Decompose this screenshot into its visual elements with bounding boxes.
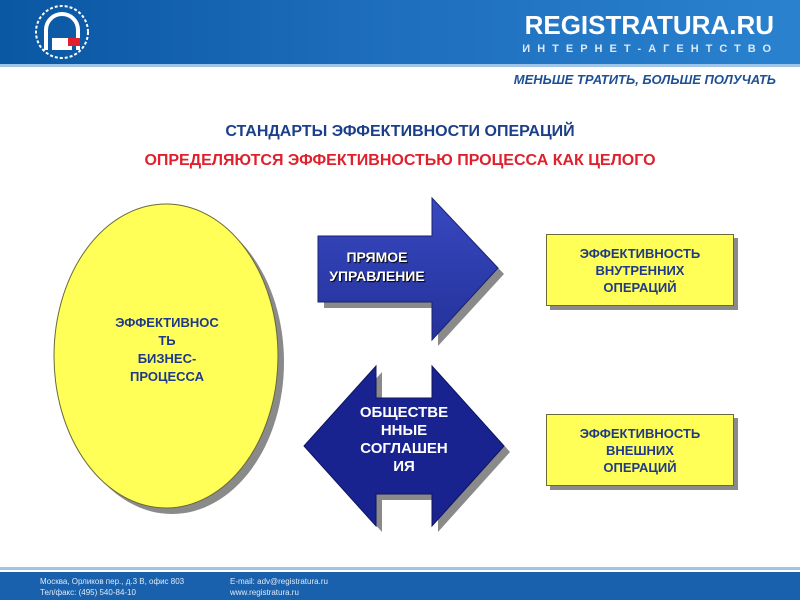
direct-control-arrow xyxy=(317,196,499,342)
brand-name: REGISTRATURA.RU xyxy=(524,10,774,40)
business-process-ellipse xyxy=(53,203,279,509)
external-operations-box: ЭФФЕКТИВНОСТЬ ВНЕШНИХ ОПЕРАЦИЙ xyxy=(546,414,734,486)
footer-email: E-mail: adv@registratura.ru xyxy=(230,577,328,586)
footer-divider xyxy=(0,567,800,570)
header-bar xyxy=(0,0,800,64)
arrow-label-public-agreements: ОБЩЕСТВЕ ННЫЕ СОГЛАШЕН ИЯ xyxy=(359,404,449,475)
header-divider xyxy=(0,64,800,67)
slogan: МЕНЬШЕ ТРАТИТЬ, БОЛЬШЕ ПОЛУЧАТЬ xyxy=(513,72,776,87)
footer-address: Москва, Орликов пер., д.3 В, офис 803 xyxy=(40,577,185,586)
arch-logo-icon xyxy=(35,5,89,59)
internal-operations-box: ЭФФЕКТИВНОСТЬ ВНУТРЕННИХ ОПЕРАЦИЙ xyxy=(546,234,734,306)
slide-title-line2: ОПРЕДЕЛЯЮТСЯ ЭФФЕКТИВНОСТЬЮ ПРОЦЕССА КАК… xyxy=(144,152,656,169)
brand-subtitle: ИНТЕРНЕТ-АГЕНТСТВО xyxy=(522,43,778,55)
arrow-label-direct-control: ПРЯМОЕ УПРАВЛЕНИЕ xyxy=(329,249,425,284)
ellipse-label: ЭФФЕКТИВНОС ТЬ БИЗНЕС- ПРОЦЕССА xyxy=(115,315,219,384)
footer-bar xyxy=(0,572,800,600)
slide-title-line1: СТАНДАРТЫ ЭФФЕКТИВНОСТИ ОПЕРАЦИЙ xyxy=(225,123,575,140)
footer-phone: Тел/факс: (495) 540-84-10 xyxy=(40,588,136,597)
public-agreements-double-arrow xyxy=(303,364,505,528)
footer-site: www.registratura.ru xyxy=(230,588,299,597)
